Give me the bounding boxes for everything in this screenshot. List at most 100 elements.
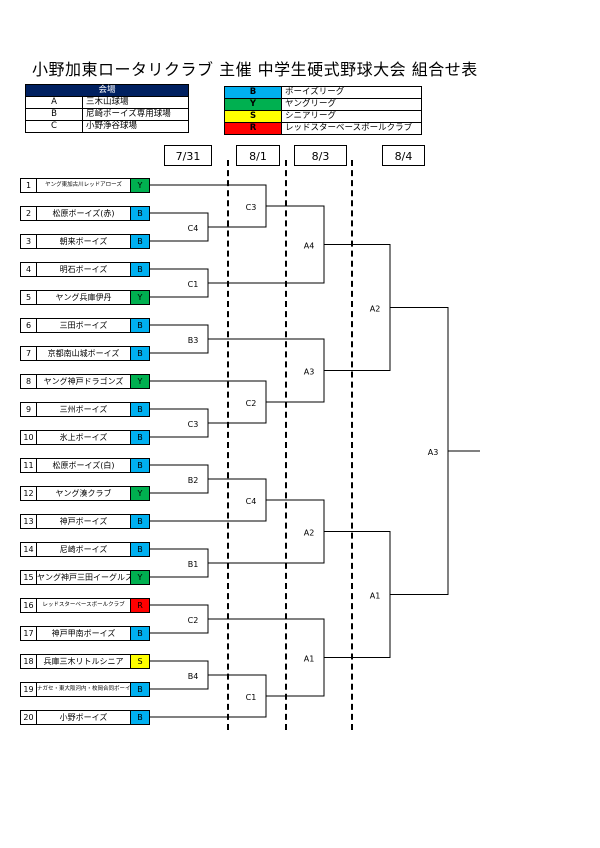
team-number: 17 bbox=[21, 627, 37, 640]
league-badge: B bbox=[130, 403, 149, 416]
team-name: 兵庫三木リトルシニア bbox=[43, 657, 124, 666]
date-label-day4: 8/4 bbox=[382, 145, 425, 166]
match-venue-label: A3 bbox=[304, 368, 315, 377]
league-badge: B bbox=[130, 235, 149, 248]
match-venue-label: A3 bbox=[428, 448, 439, 457]
match-venue-label: C4 bbox=[188, 224, 199, 233]
league-badge: B bbox=[130, 627, 149, 640]
team-name: 三田ボーイズ bbox=[59, 321, 108, 330]
league-badge: B bbox=[130, 319, 149, 332]
league-badge: Y bbox=[130, 487, 149, 500]
team-name: ヤング湊クラブ bbox=[55, 489, 112, 498]
bracket-line bbox=[150, 212, 209, 242]
team-number: 9 bbox=[21, 403, 37, 416]
match-venue-label: B2 bbox=[188, 476, 199, 485]
league-code: R bbox=[224, 122, 282, 135]
team-number: 7 bbox=[21, 347, 37, 360]
team-name: 朝来ボーイズ bbox=[59, 237, 108, 246]
league-badge: B bbox=[130, 263, 149, 276]
match-venue-label: C1 bbox=[188, 280, 199, 289]
team-name: 松原ボーイズ(赤) bbox=[52, 209, 115, 218]
league-badge: Y bbox=[130, 179, 149, 192]
team-number: 15 bbox=[21, 571, 37, 584]
match-venue-label: C3 bbox=[188, 420, 199, 429]
team-name: ヤング神戸三田イーグルス bbox=[37, 573, 130, 582]
team-name: 小野ボーイズ bbox=[59, 713, 108, 722]
team-entry: 9 三州ボーイズ B bbox=[20, 402, 150, 417]
team-name: 氷上ボーイズ bbox=[59, 433, 108, 442]
match-venue-label: A2 bbox=[304, 529, 315, 538]
date-label-day1: 7/31 bbox=[164, 145, 212, 166]
bracket-line bbox=[150, 548, 209, 578]
team-name: 神戸ボーイズ bbox=[59, 517, 108, 526]
team-number: 3 bbox=[21, 235, 37, 248]
team-entry: 3 朝来ボーイズ B bbox=[20, 234, 150, 249]
team-entry: 4 明石ボーイズ B bbox=[20, 262, 150, 277]
team-entry: 12 ヤング湊クラブ Y bbox=[20, 486, 150, 501]
team-name: 京都南山城ボーイズ bbox=[47, 349, 120, 358]
match-venue-label: C1 bbox=[246, 693, 257, 702]
day-divider bbox=[227, 160, 229, 730]
team-number: 11 bbox=[21, 459, 37, 472]
league-badge: B bbox=[130, 543, 149, 556]
league-badge: B bbox=[130, 515, 149, 528]
team-number: 12 bbox=[21, 487, 37, 500]
team-number: 1 bbox=[21, 179, 37, 192]
team-name: ヤング東加古川レッドアローズ bbox=[45, 182, 122, 188]
team-number: 10 bbox=[21, 431, 37, 444]
bracket-line bbox=[150, 268, 209, 298]
team-entry: 1 ヤング東加古川レッドアローズ Y bbox=[20, 178, 150, 193]
date-label-day3: 8/3 bbox=[294, 145, 347, 166]
team-entry: 20 小野ボーイズ B bbox=[20, 710, 150, 725]
team-number: 4 bbox=[21, 263, 37, 276]
team-name: 神戸甲南ボーイズ bbox=[51, 629, 116, 638]
match-venue-label: C3 bbox=[246, 203, 257, 212]
league-name: レッドスターベースボールクラブ bbox=[281, 122, 422, 135]
team-name: 明石ボーイズ bbox=[59, 265, 108, 274]
league-badge: Y bbox=[130, 375, 149, 388]
team-number: 8 bbox=[21, 375, 37, 388]
match-venue-label: A4 bbox=[304, 242, 315, 251]
bracket-line bbox=[150, 408, 209, 438]
team-number: 20 bbox=[21, 711, 37, 724]
match-venue-label: A1 bbox=[304, 655, 315, 664]
match-venue-label: C2 bbox=[188, 616, 199, 625]
team-number: 19 bbox=[21, 683, 37, 696]
team-entry: 6 三田ボーイズ B bbox=[20, 318, 150, 333]
match-venue-label: B1 bbox=[188, 560, 199, 569]
team-name: 三州ボーイズ bbox=[59, 405, 108, 414]
team-number: 2 bbox=[21, 207, 37, 220]
team-name: 尼崎ボーイズ bbox=[59, 545, 108, 554]
team-number: 6 bbox=[21, 319, 37, 332]
league-badge: B bbox=[130, 711, 149, 724]
bracket-line bbox=[150, 660, 209, 690]
match-venue-label: A2 bbox=[370, 305, 381, 314]
date-label-day2: 8/1 bbox=[236, 145, 280, 166]
page-title: 小野加東ロータリクラブ 主催 中学生硬式野球大会 組合せ表 bbox=[32, 60, 478, 79]
league-badge: B bbox=[130, 347, 149, 360]
bracket-line bbox=[150, 464, 209, 494]
venue-name: 小野浄谷球場 bbox=[82, 120, 189, 133]
team-number: 5 bbox=[21, 291, 37, 304]
match-venue-label: B3 bbox=[188, 336, 199, 345]
team-name: レッドスターベースボールクラブ bbox=[42, 602, 125, 608]
match-venue-label: C4 bbox=[246, 497, 257, 506]
team-name: ヤング兵庫伊丹 bbox=[55, 293, 112, 302]
venue-code: C bbox=[25, 120, 83, 133]
bracket-line bbox=[150, 324, 209, 354]
match-venue-label: B4 bbox=[188, 672, 199, 681]
day-divider bbox=[351, 160, 353, 730]
